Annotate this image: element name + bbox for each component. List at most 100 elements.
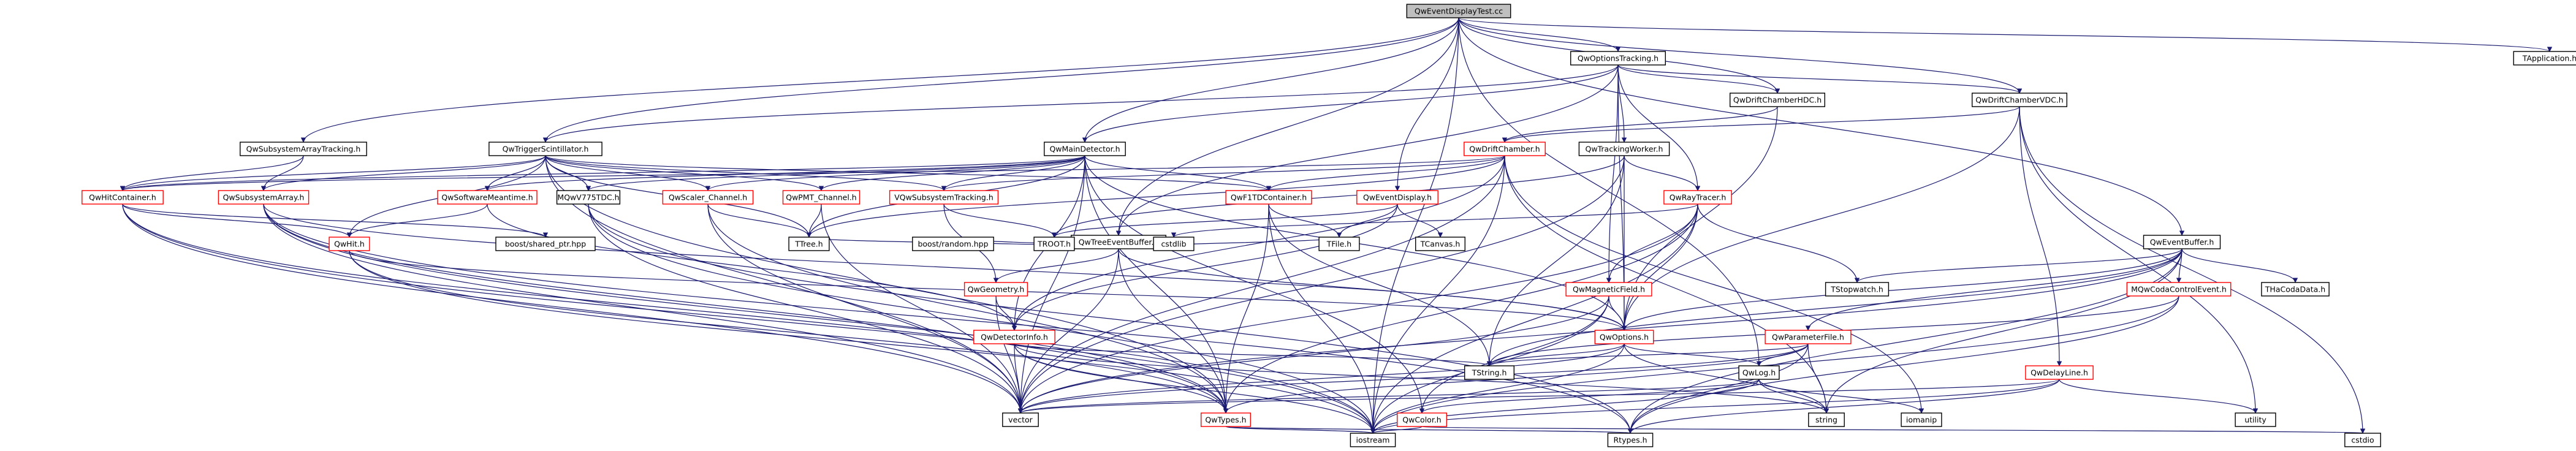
node-box <box>1396 412 1447 427</box>
node-label: QwDriftChamberVDC.h <box>1975 96 2063 105</box>
node-magField[interactable]: QwMagneticField.h <box>1565 282 1652 297</box>
node-box <box>2235 412 2276 427</box>
node-geom[interactable]: QwGeometry.h <box>963 282 1028 297</box>
node-rtypes[interactable]: Rtypes.h <box>1607 433 1654 447</box>
node-iomanip[interactable]: iomanip <box>1901 412 1942 427</box>
node-treeEvBuf[interactable]: QwTreeEventBuffer.h <box>1070 235 1166 249</box>
edge-paramFile-to-qwtypes <box>1223 343 1809 414</box>
node-ttree[interactable]: TTree.h <box>788 237 830 251</box>
node-delayLine[interactable]: QwDelayLine.h <box>2025 365 2094 380</box>
node-box <box>1738 365 1780 380</box>
edge-scalerCh-to-ttree <box>707 203 812 238</box>
edge-optTrack-to-dcHDC <box>1617 64 1780 94</box>
edge-qwlog-to-qwcolor <box>1419 379 1760 414</box>
node-box <box>1594 330 1654 344</box>
node-box <box>1464 142 1546 156</box>
edge-paramFile-to-vector <box>1017 343 1809 414</box>
node-mqwV775[interactable]: MQwV775TDC.h <box>556 190 621 205</box>
node-box <box>1225 190 1312 205</box>
node-label: QwEventBuffer.h <box>2150 238 2214 247</box>
edge-pmtCh-to-vector <box>821 203 1024 414</box>
node-qwtypes[interactable]: QwTypes.h <box>1200 412 1251 427</box>
node-hitCont[interactable]: QwHitContainer.h <box>82 190 164 205</box>
edge-geom-to-detInfo <box>995 295 1017 331</box>
node-label: TString.h <box>1472 368 1507 377</box>
node-label: QwHitContainer.h <box>89 193 156 202</box>
node-mqwCodaCtrl[interactable]: MQwCodaControlEvent.h <box>2126 282 2232 297</box>
node-hit[interactable]: QwHit.h <box>329 237 370 251</box>
edge-mqwV775-to-vector <box>588 203 1024 414</box>
node-root[interactable]: QwEventDisplayTest.cc <box>1406 4 1511 18</box>
node-troot[interactable]: TROOT.h <box>1033 237 1075 251</box>
edge-hitCont-to-sharedPtr <box>122 203 549 238</box>
node-vqwSub[interactable]: VQwSubsystemTracking.h <box>889 190 999 205</box>
node-iostream[interactable]: iostream <box>1350 433 1396 447</box>
edge-mainDet-to-f1tdc <box>1084 155 1272 191</box>
node-mainDet[interactable]: QwMainDetector.h <box>1044 142 1126 156</box>
node-label: QwRayTracer.h <box>1670 193 1727 202</box>
node-scalerCh[interactable]: QwScaler_Channel.h <box>662 190 754 205</box>
edge-rayTracer-to-options <box>1621 203 1698 331</box>
node-f1tdc[interactable]: QwF1TDContainer.h <box>1225 190 1312 205</box>
edge-optTrack-to-magField <box>1606 64 1619 283</box>
edge-root-to-tapp <box>1458 17 2552 52</box>
edge-dc-to-f1tdc <box>1266 155 1505 191</box>
node-subArr[interactable]: QwSubsystemArray.h <box>218 190 310 205</box>
node-rayTracer[interactable]: QwRayTracer.h <box>1663 190 1732 205</box>
edges-layer <box>120 17 2552 434</box>
node-box <box>2261 282 2330 297</box>
node-qwlog[interactable]: QwLog.h <box>1738 365 1780 380</box>
node-cstdio[interactable]: cstdio <box>2344 433 2381 447</box>
node-box <box>1808 412 1845 427</box>
edge-mainDet-to-qwtypes <box>1084 155 1229 414</box>
edge-delayLine-to-utility <box>2059 379 2259 414</box>
edge-options-to-string <box>1624 343 1829 414</box>
node-cstdlib[interactable]: cstdlib <box>1153 237 1195 251</box>
edge-mqwV775-to-iostream <box>588 203 1376 434</box>
node-label: QwLog.h <box>1742 368 1776 377</box>
node-box <box>1565 282 1652 297</box>
edge-root-to-optTrack <box>1458 17 1621 52</box>
node-dc[interactable]: QwDriftChamber.h <box>1464 142 1546 156</box>
node-utility[interactable]: utility <box>2235 412 2276 427</box>
node-paramFile[interactable]: QwParameterFile.h <box>1765 330 1852 344</box>
edge-swMeantime-to-detInfo <box>487 203 1017 331</box>
node-pmtCh[interactable]: QwPMT_Channel.h <box>782 190 861 205</box>
node-evDisp[interactable]: QwEventDisplay.h <box>1356 190 1438 205</box>
node-label: QwDriftChamberHDC.h <box>1733 96 1822 105</box>
node-optTrack[interactable]: QwOptionsTracking.h <box>1570 51 1666 66</box>
node-box <box>488 142 602 156</box>
edge-paramFile-to-tstring <box>1487 343 1809 366</box>
node-tstring[interactable]: TString.h <box>1464 365 1514 380</box>
edge-dc-to-iomanip <box>1504 155 1924 414</box>
node-tapp[interactable]: TApplication.h <box>2513 51 2576 66</box>
node-trackWorker[interactable]: QwTrackingWorker.h <box>1578 142 1670 156</box>
node-box <box>218 190 310 205</box>
node-label: MQwV775TDC.h <box>557 193 619 202</box>
node-box <box>1729 93 1825 107</box>
edge-qwlog-to-iomanip <box>1758 379 1924 414</box>
edge-dc-to-vqwSub <box>941 155 1505 191</box>
node-trigScint[interactable]: QwTriggerScintillator.h <box>488 142 602 156</box>
node-tcanvas[interactable]: TCanvas.h <box>1415 237 1465 251</box>
node-detInfo[interactable]: QwDetectorInfo.h <box>973 330 1055 344</box>
node-evBuf[interactable]: QwEventBuffer.h <box>2143 235 2221 249</box>
node-sharedPtr[interactable]: boost/shared_ptr.hpp <box>495 237 596 251</box>
node-subArrTrack[interactable]: QwSubsystemArrayTracking.h <box>240 142 367 156</box>
edge-root-to-evBuf <box>1458 17 2185 236</box>
node-swMeantime[interactable]: QwSoftwareMeantime.h <box>437 190 538 205</box>
node-dcHDC[interactable]: QwDriftChamberHDC.h <box>1729 93 1825 107</box>
node-tstopwatch[interactable]: TStopwatch.h <box>1825 282 1890 297</box>
node-random[interactable]: boost/random.hpp <box>912 237 994 251</box>
edge-subArrTrack-to-subArr <box>260 155 304 191</box>
edge-qwlog-to-vector <box>1018 379 1760 414</box>
node-box <box>495 237 596 251</box>
node-thaCoda[interactable]: THaCodaData.h <box>2261 282 2330 297</box>
node-options[interactable]: QwOptions.h <box>1594 330 1654 344</box>
node-dcVDC[interactable]: QwDriftChamberVDC.h <box>1971 93 2067 107</box>
edge-mainDet-to-scalerCh <box>705 155 1085 191</box>
node-string[interactable]: string <box>1808 412 1845 427</box>
node-qwcolor[interactable]: QwColor.h <box>1396 412 1447 427</box>
node-vector[interactable]: vector <box>1002 412 1039 427</box>
node-tfile[interactable]: TFile.h <box>1318 237 1360 251</box>
